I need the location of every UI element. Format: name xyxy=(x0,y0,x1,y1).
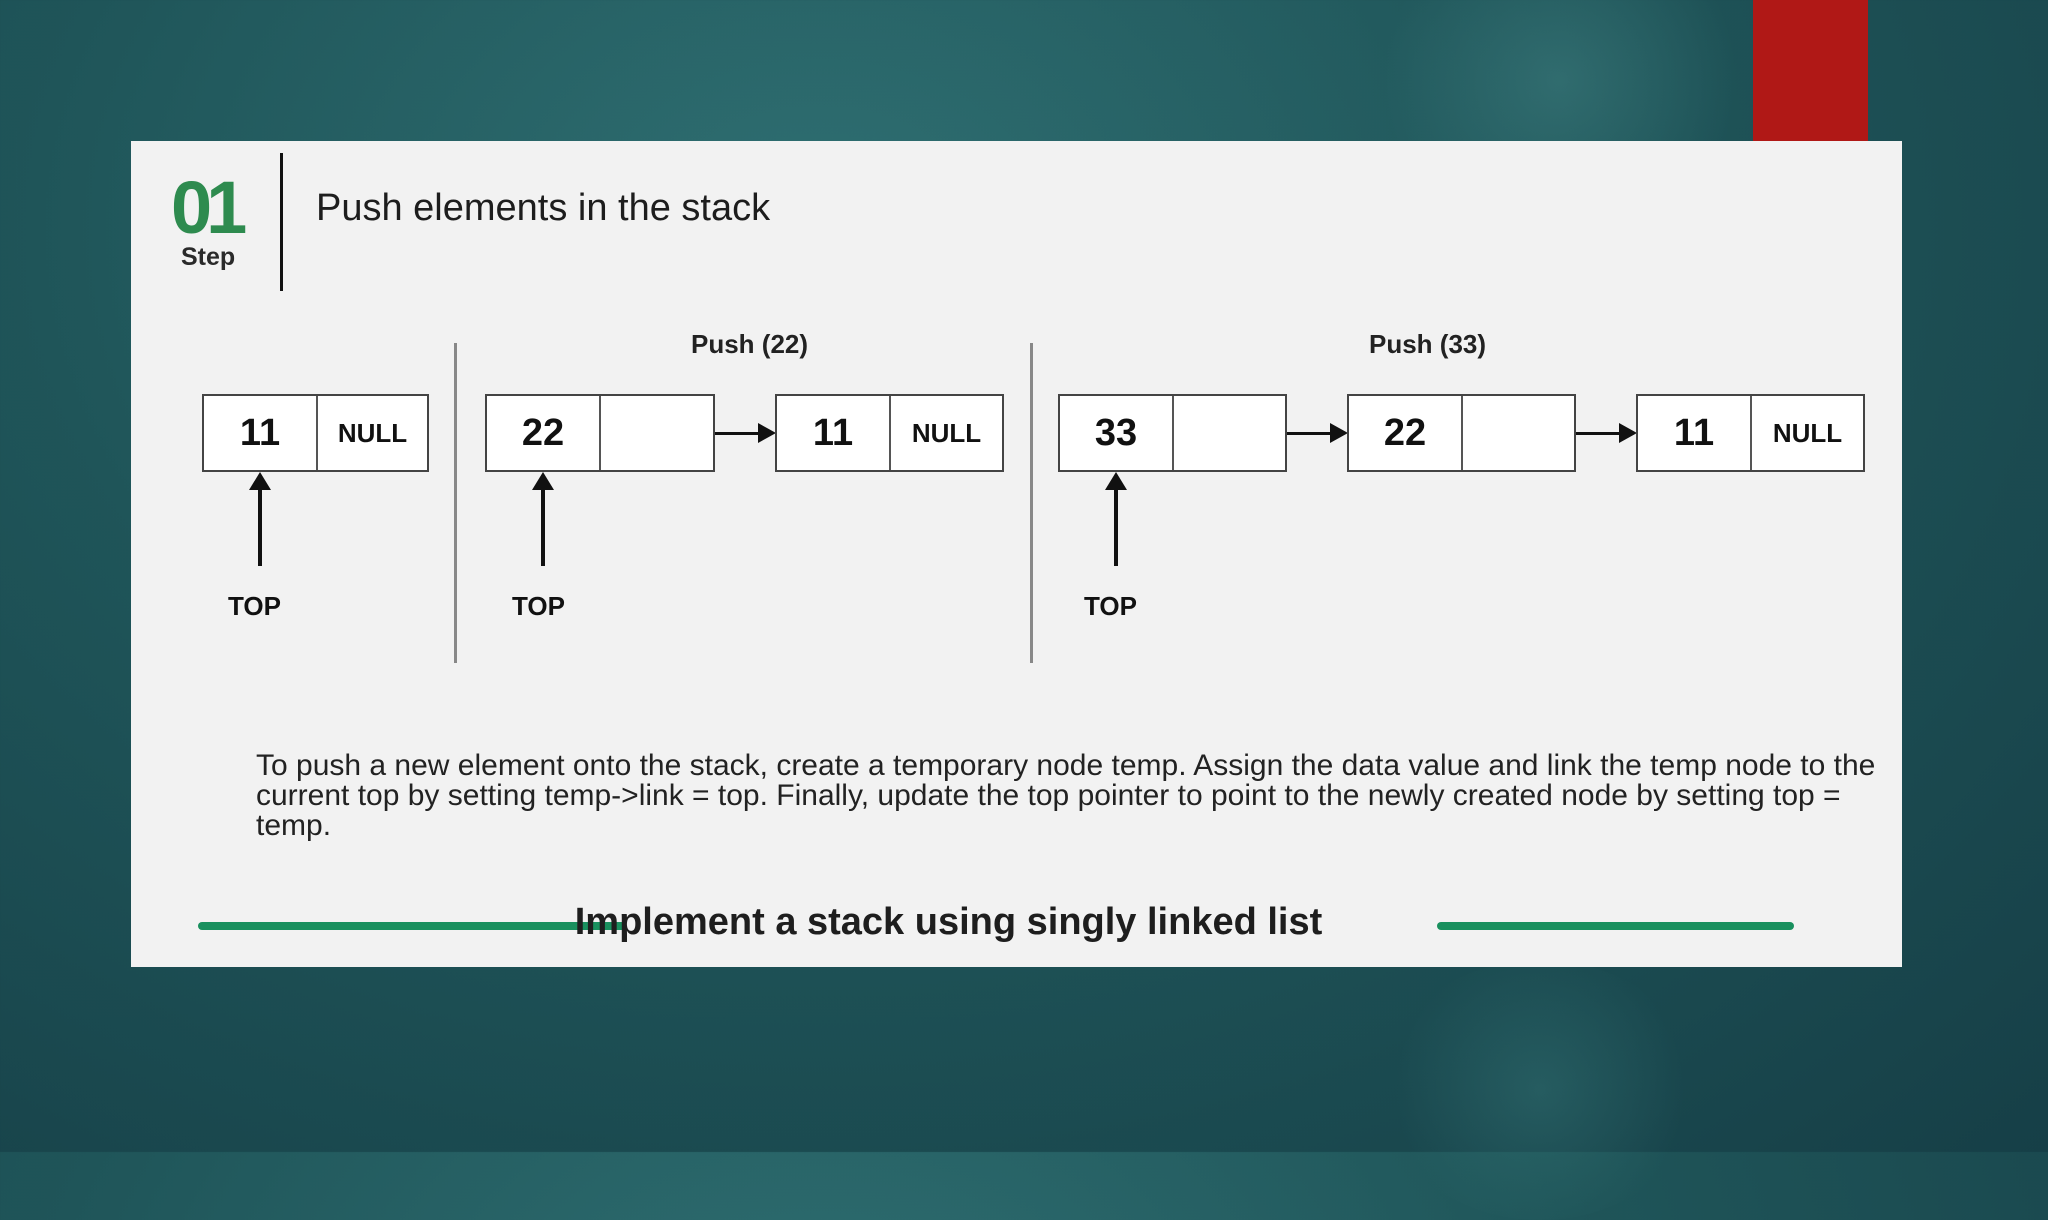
panel-divider xyxy=(454,343,457,663)
step-number: 01 xyxy=(171,166,247,249)
node-value: 22 xyxy=(1349,396,1463,470)
node-link xyxy=(1463,396,1574,470)
background-glow xyxy=(1380,960,1700,1220)
top-pointer-arrow xyxy=(532,472,554,566)
node-link: NULL xyxy=(911,417,982,448)
stack-node: 22 xyxy=(1347,394,1576,472)
node-value: 22 xyxy=(487,396,601,470)
red-accent-tab xyxy=(1753,0,1868,141)
top-pointer-label: TOP xyxy=(1084,591,1137,621)
node-value: 11 xyxy=(1638,396,1752,470)
slide-card: 01 Step Push elements in the stack 11 NU… xyxy=(131,141,1902,967)
node-value: 11 xyxy=(204,396,318,470)
stack-node: 11 NULL xyxy=(775,394,1004,472)
top-pointer-label: TOP xyxy=(512,591,565,621)
footer-line-left xyxy=(198,922,626,930)
step-divider xyxy=(280,153,283,291)
description-text: To push a new element onto the stack, cr… xyxy=(256,749,1876,842)
stack-node: 33 xyxy=(1058,394,1287,472)
node-value: 11 xyxy=(777,396,891,470)
step-label: Step xyxy=(181,243,236,271)
top-pointer-arrow xyxy=(1105,472,1127,566)
slide-title: Push elements in the stack xyxy=(316,187,771,229)
node-link xyxy=(601,396,713,470)
node-value: 33 xyxy=(1060,396,1174,470)
node-link xyxy=(1174,396,1285,470)
panel-caption: Push (22) xyxy=(691,329,809,359)
node-link: NULL xyxy=(1772,417,1843,448)
footer-title: Implement a stack using singly linked li… xyxy=(574,901,1323,943)
link-arrow xyxy=(1287,423,1348,443)
top-pointer-label: TOP xyxy=(228,591,281,621)
panel-caption: Push (33) xyxy=(1369,329,1487,359)
stack-node: 22 xyxy=(485,394,715,472)
stack-node: 11 NULL xyxy=(1636,394,1865,472)
node-link: NULL xyxy=(337,417,408,448)
link-arrow xyxy=(715,423,776,443)
top-pointer-arrow xyxy=(249,472,271,566)
panel-divider xyxy=(1030,343,1033,663)
footer-line-right xyxy=(1437,922,1794,930)
link-arrow xyxy=(1576,423,1637,443)
stack-node: 11 NULL xyxy=(202,394,429,472)
